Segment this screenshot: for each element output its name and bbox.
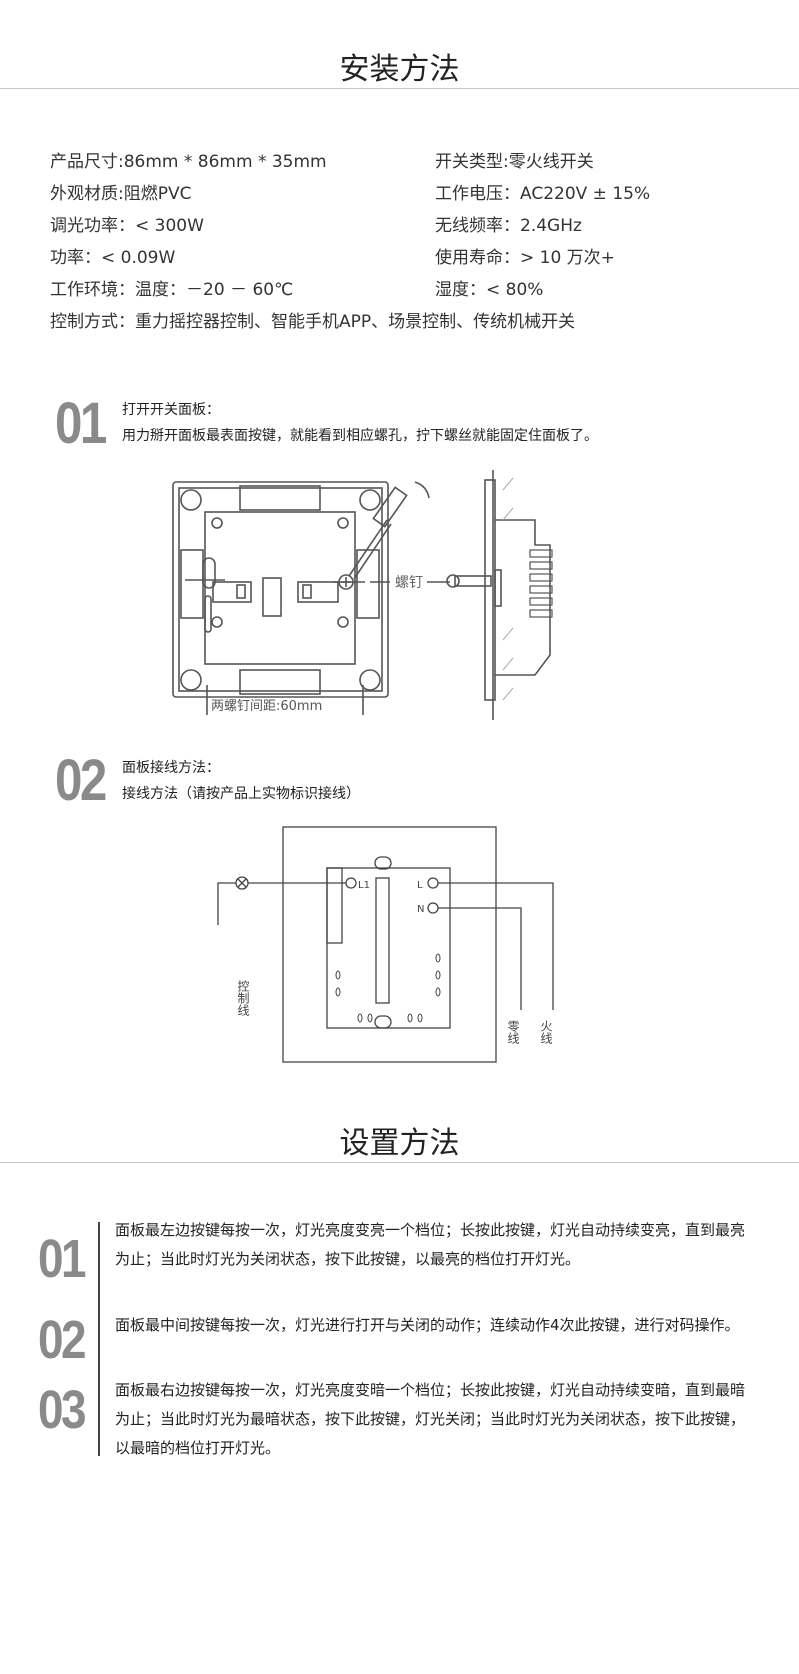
step-heading: 面板接线方法： xyxy=(122,760,220,776)
vertical-divider xyxy=(98,1222,100,1456)
terminal-l1: L1 xyxy=(358,880,370,891)
terminal-n: N xyxy=(417,904,424,915)
setting-text: 面板最右边按键每按一次，灯光亮度变暗一个档位；长按此按键，灯光自动持续变暗，直到… xyxy=(115,1381,746,1457)
spec-dimming-power: 调光功率：< 300W xyxy=(50,216,204,236)
spec-switch-type: 开关类型:零火线开关 xyxy=(435,152,594,172)
step-heading: 打开开关面板： xyxy=(122,402,220,418)
spec-humidity: 湿度：< 80% xyxy=(435,280,544,300)
setting-number: 02 xyxy=(38,1310,87,1370)
screw-label: 螺钉 xyxy=(395,575,423,591)
panel-mounting-diagram: 螺钉 两螺钉间距:60mm xyxy=(172,470,553,720)
spec-lifetime: 使用寿命：> 10 万次+ xyxy=(435,248,615,268)
spec-size: 产品尺寸:86mm * 86mm * 35mm xyxy=(50,152,327,172)
spec-control-mode: 控制方式：重力摇控器控制、智能手机APP、场景控制、传统机械开关 xyxy=(50,312,576,332)
terminal-l: L xyxy=(417,880,423,891)
step-number: 02 xyxy=(55,748,107,813)
step-text: 用力掰开面板最表面按键，就能看到相应螺孔，拧下螺丝就能固定住面板了。 xyxy=(122,428,598,444)
step-number: 01 xyxy=(55,391,107,456)
setting-number: 01 xyxy=(38,1229,87,1289)
wiring-diagram: L1 L N 控制线 零线 火线 xyxy=(217,826,554,1063)
divider xyxy=(0,88,799,89)
settings-title: 设置方法 xyxy=(339,1126,460,1161)
divider xyxy=(0,1162,799,1163)
spec-environment: 工作环境：温度：－20 － 60℃ xyxy=(50,280,294,300)
spec-power: 功率：< 0.09W xyxy=(50,248,176,268)
setting-number: 03 xyxy=(38,1380,87,1440)
spec-voltage: 工作电压：AC220V ± 15% xyxy=(435,184,651,204)
spec-frequency: 无线频率：2.4GHz xyxy=(435,216,582,236)
neutral-wire-label: 零线 xyxy=(506,1020,520,1044)
screw-distance-label: 两螺钉间距:60mm xyxy=(211,699,322,714)
live-wire-label: 火线 xyxy=(539,1020,553,1044)
setting-text: 面板最左边按键每按一次，灯光亮度变亮一个档位；长按此按键，灯光自动持续变亮，直到… xyxy=(115,1221,746,1268)
setting-text: 面板最中间按键每按一次，灯光进行打开与关闭的动作；连续动作4次此按键，进行对码操… xyxy=(115,1316,740,1334)
spec-material: 外观材质:阻燃PVC xyxy=(50,184,192,204)
step-text: 接线方法（请按产品上实物标识接线） xyxy=(122,786,360,802)
install-title: 安装方法 xyxy=(339,52,460,87)
control-wire-label: 控制线 xyxy=(236,980,250,1016)
